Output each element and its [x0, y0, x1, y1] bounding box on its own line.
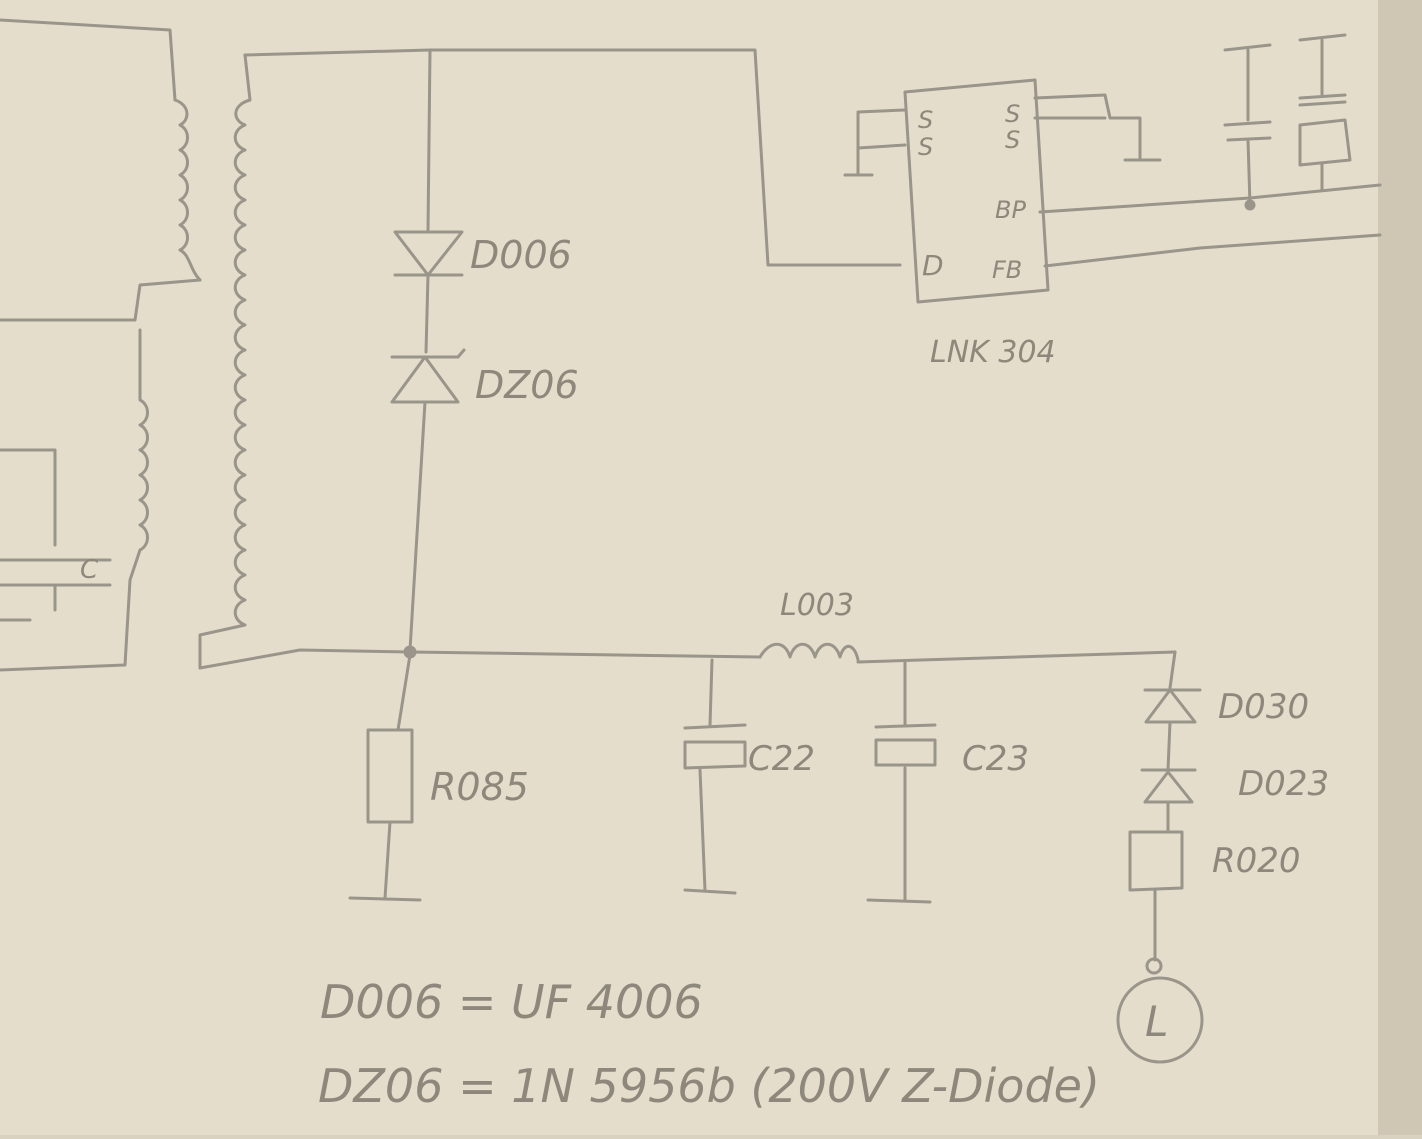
primary-winding-top	[173, 98, 202, 282]
bottom-rail-right	[856, 650, 1177, 664]
diode-d023	[1140, 768, 1197, 832]
ic-right-source-pins	[1033, 93, 1162, 162]
fb-wire	[1043, 233, 1382, 268]
label-d023: D023	[1238, 764, 1329, 804]
paper-edge	[1378, 0, 1422, 1135]
pin-s1: S	[918, 106, 933, 134]
terminal-node	[1145, 957, 1163, 975]
label-d006: D006	[470, 233, 572, 277]
label-c22: C22	[748, 739, 815, 779]
label-l003: L003	[780, 588, 854, 623]
label-lnk304: LNK 304	[930, 335, 1056, 370]
ic-lnk304-body	[903, 78, 1050, 304]
secondary-winding	[198, 53, 252, 670]
diode-d006	[393, 230, 464, 354]
diode-dz06	[390, 348, 466, 652]
label-left-capacitor: C	[80, 555, 99, 585]
pin-d: D	[922, 249, 944, 282]
bp-junction	[1244, 199, 1256, 211]
pin-s2: S	[918, 133, 933, 161]
note-line-2: DZ06 = 1N 5956b (200V Z-Diode)	[318, 1059, 1100, 1113]
label-r085: R085	[430, 765, 529, 809]
pin-fb: FB	[992, 256, 1022, 284]
capacitor-c23	[866, 660, 937, 904]
label-r020: R020	[1212, 841, 1301, 881]
bottom-rail-left	[198, 648, 762, 670]
diode-d030	[1143, 650, 1202, 772]
label-dz06: DZ06	[475, 363, 579, 407]
pin-s4: S	[1005, 126, 1020, 154]
primary-wire-mid	[0, 278, 202, 322]
primary-wire-top	[0, 18, 177, 102]
aux-winding	[0, 328, 149, 672]
label-c23: C23	[962, 739, 1029, 779]
pin-s3: S	[1005, 100, 1020, 128]
pin-bp: BP	[995, 196, 1026, 224]
wire-to-d006	[426, 48, 432, 232]
bp-capacitor	[1223, 43, 1272, 207]
left-capacitor	[0, 448, 112, 622]
top-rail	[243, 48, 902, 267]
note-line-1: D006 = UF 4006	[320, 975, 703, 1029]
capacitor-c22	[683, 658, 747, 895]
terminal-l-circle	[1116, 976, 1204, 1064]
label-terminal-l: L	[1145, 997, 1168, 1046]
resistor-r085	[348, 653, 422, 902]
label-d030: D030	[1218, 687, 1309, 727]
ic-left-source-pins	[843, 108, 907, 177]
inductor-l003	[758, 642, 860, 662]
right-partial-component	[1298, 33, 1352, 192]
resistor-r020	[1128, 830, 1184, 962]
